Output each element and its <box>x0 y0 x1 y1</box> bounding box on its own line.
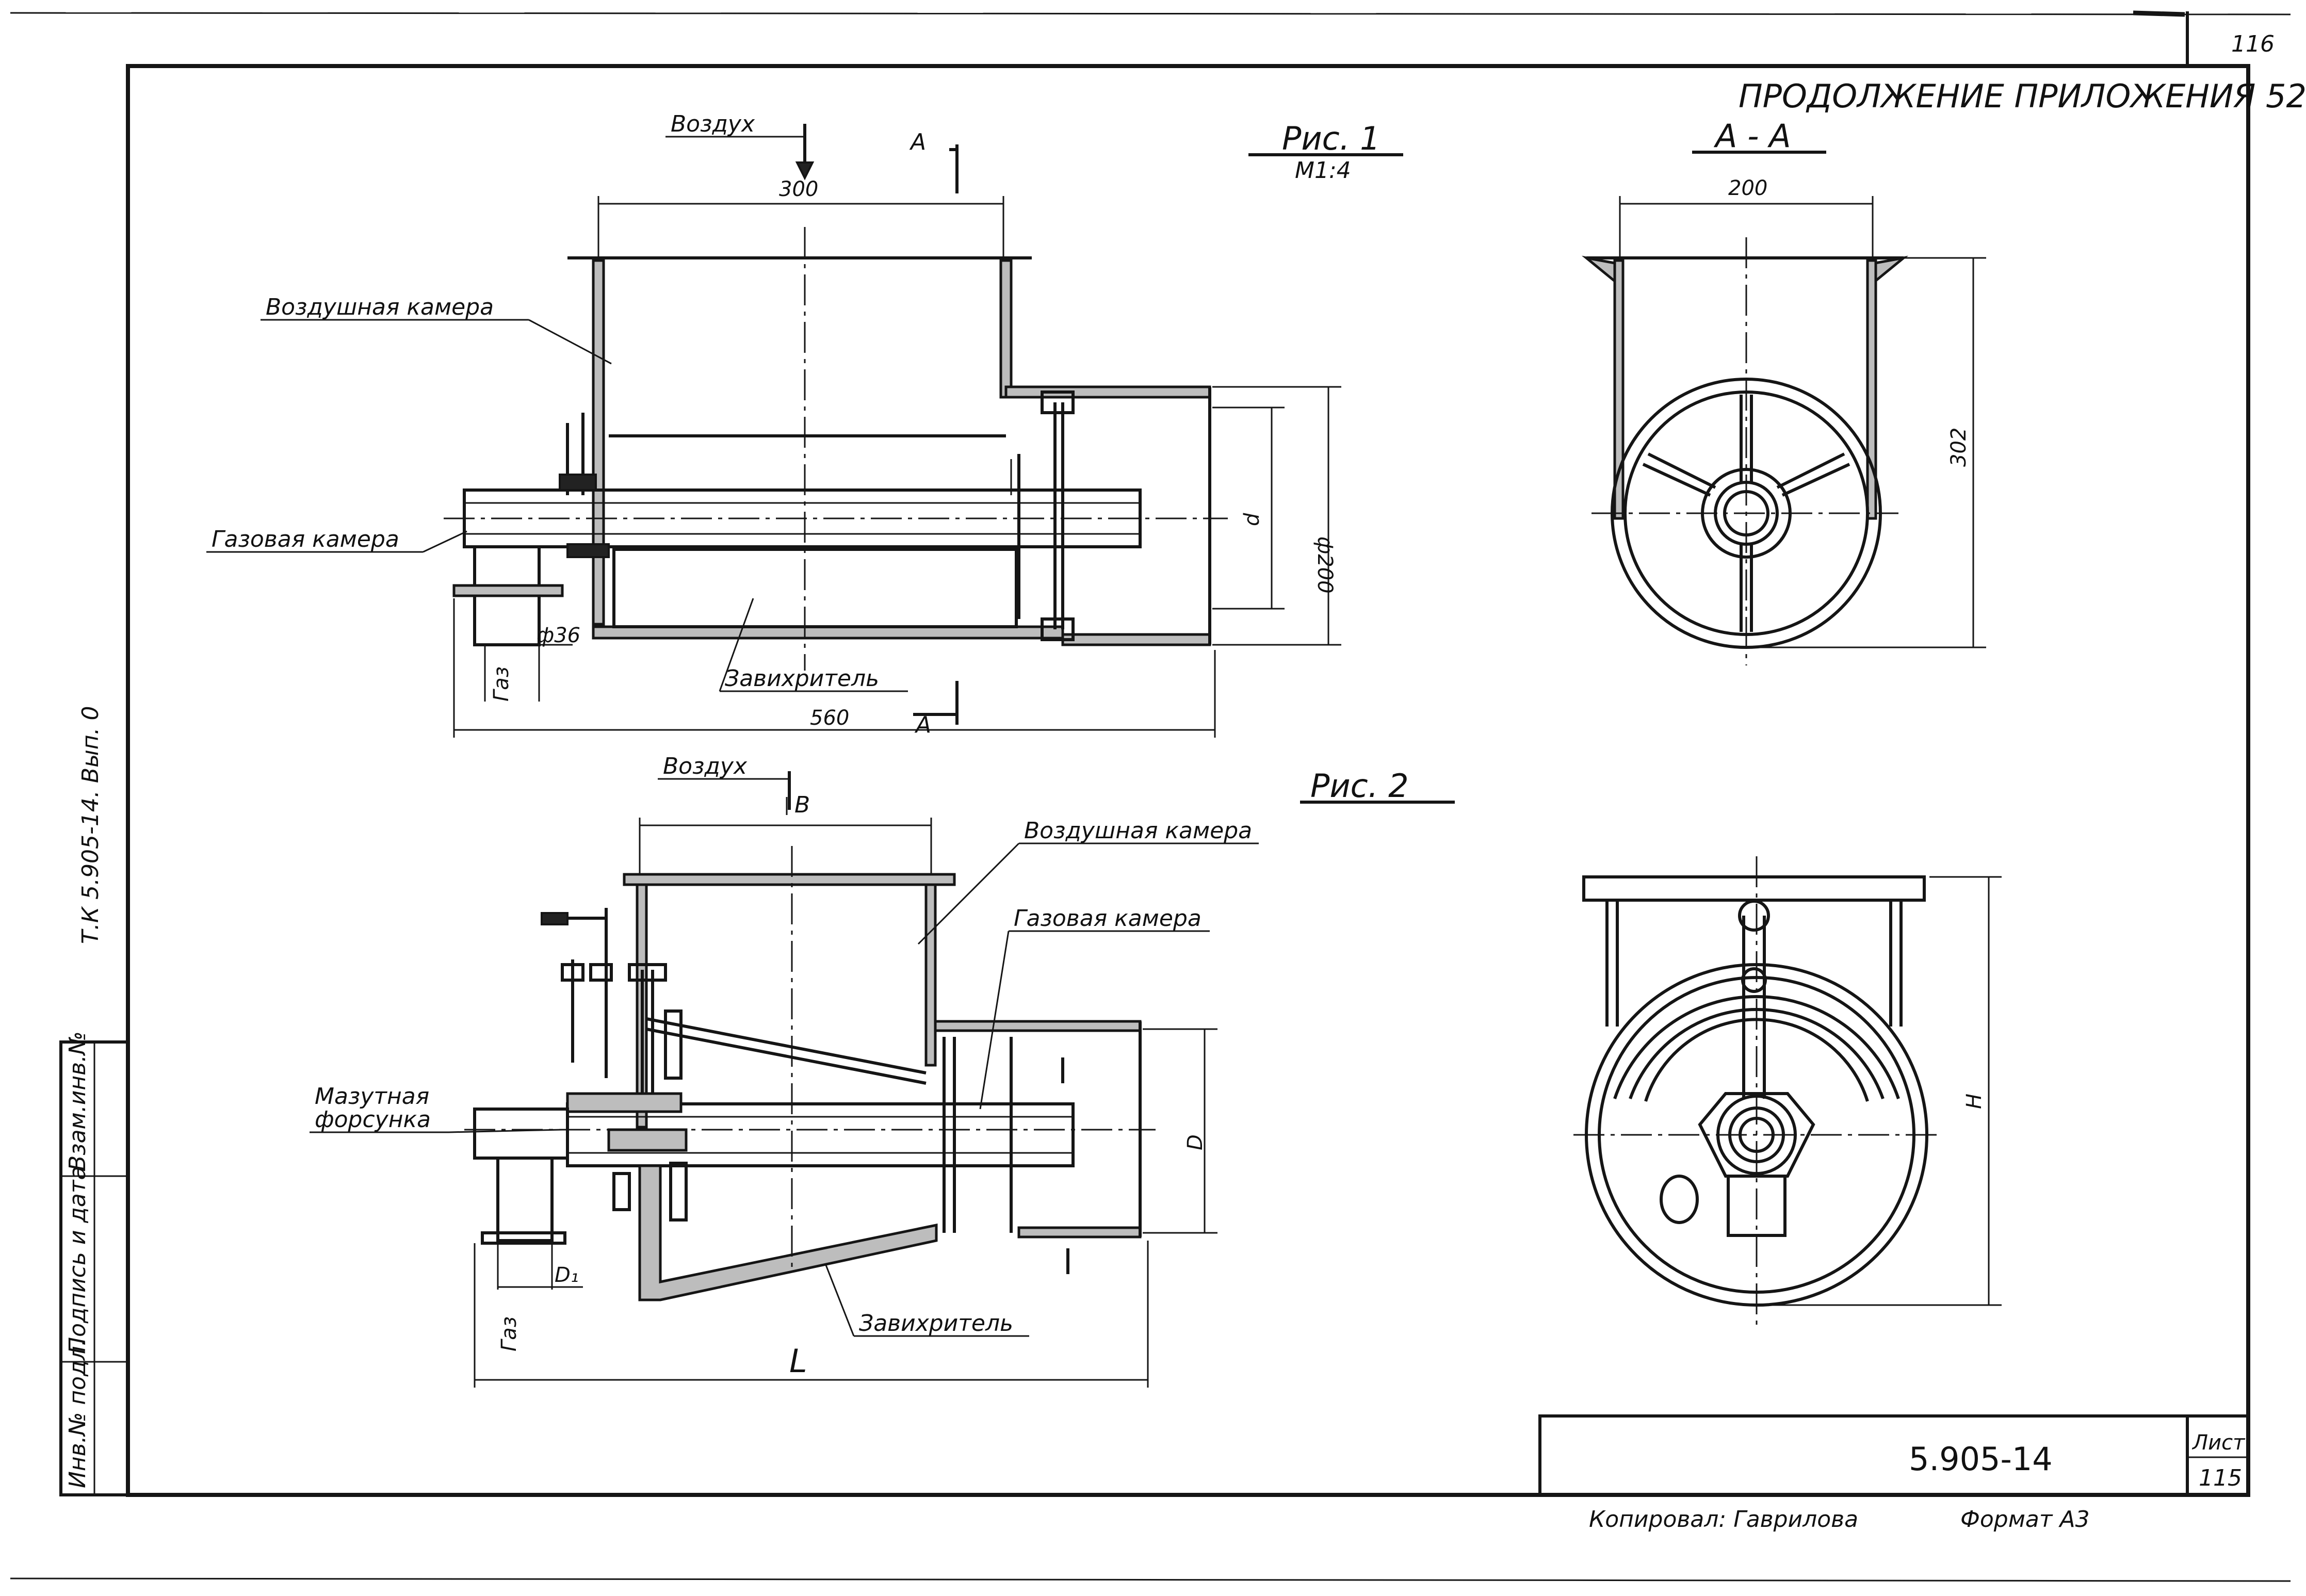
fig1-dim-gaz: Газ <box>490 666 513 702</box>
footer-copied-by: Копировал: Гаврилова <box>1589 1506 1858 1533</box>
fig2-swirler-label: Завихритель <box>859 1310 1013 1337</box>
fig1-dim-phi200: ф200 <box>1313 536 1337 594</box>
title-block-sheet-label: Лист <box>2191 1431 2246 1455</box>
continuation-title: ПРОДОЛЖЕНИЕ ПРИЛОЖЕНИЯ 52 <box>1739 77 2306 115</box>
fig2-labels: Рис. 2 Воздух В Воздушная камера Газовая… <box>310 753 1455 1380</box>
side-doc-reference: Т.К 5.905-14. Вып. 0 <box>77 706 104 944</box>
title-block-sheet-number: 115 <box>2199 1465 2242 1491</box>
fig2-oil-burner-label-2: форсунка <box>315 1106 431 1133</box>
fig1-labels: Рис. 1 М1:4 Воздух А А Воздушная камера … <box>206 111 1403 738</box>
fig1-dim-300: 300 <box>779 177 818 201</box>
fig1-air-chamber-label: Воздушная камера <box>266 294 494 320</box>
fig2-dim-d-upper: D <box>1183 1134 1207 1150</box>
left-margin-stamp <box>59 1040 129 1496</box>
section-aa-title: А - А <box>1713 117 1791 155</box>
fig1-section-mark-top: А <box>909 129 926 155</box>
fig2-oil-burner-label-1: Мазутная <box>315 1083 429 1110</box>
fig2-mark-b: В <box>794 792 810 818</box>
fig2-dimensions <box>474 797 1217 1388</box>
fig1-dimensions: 300 560 d ф200 ф36 Газ <box>453 144 1341 738</box>
fig1-dim-d: d <box>1240 513 1264 526</box>
fig2-end-view <box>1573 856 2002 1326</box>
section-aa-view <box>1581 196 1986 665</box>
section-aa-dim-200: 200 <box>1728 176 1767 200</box>
fig1-title: Рис. 1 <box>1282 120 1381 157</box>
stamp-cell-inv-no: Инв.№ подл. <box>64 1339 91 1488</box>
page-corner-number: 116 <box>2231 31 2275 57</box>
section-aa-dim-302: 302 <box>1947 428 1971 467</box>
stamp-cell-replace-inv: Взам.инв.№ <box>64 1031 91 1171</box>
fig1-gas-chamber-label: Газовая камера <box>212 526 399 552</box>
title-block-doc-number: 5.905-14 <box>1909 1440 2053 1478</box>
fig2-gas-chamber-label: Газовая камера <box>1014 905 1201 932</box>
fig2-dim-l: L <box>789 1342 807 1380</box>
fig1-air-label: Воздух <box>671 111 755 137</box>
fig2-title: Рис. 2 <box>1310 767 1409 805</box>
fig2-end-view-dim-h: Н <box>1962 1094 1986 1109</box>
fig1-section-mark-bottom: А <box>914 712 931 738</box>
fig2-dim-d1: D₁ <box>555 1263 579 1287</box>
fig1-swirler-label: Завихритель <box>725 665 879 692</box>
fig2-dim-gaz: Газ <box>497 1316 521 1351</box>
fig1-side-section <box>444 227 1228 671</box>
fig1-dim-phi36: ф36 <box>537 624 580 647</box>
fig2-side-section <box>464 846 1156 1301</box>
fig1-scale: М1:4 <box>1295 157 1351 184</box>
fig2-air-label: Воздух <box>663 753 748 779</box>
stamp-cell-signature-date: Подпись и дата <box>64 1166 91 1354</box>
fig1-dim-560: 560 <box>810 706 849 730</box>
footer-format: Формат А3 <box>1960 1506 2090 1533</box>
sheet-frame <box>10 10 2291 1582</box>
title-block <box>1538 1414 2250 1496</box>
fig2-air-chamber-label: Воздушная камера <box>1024 818 1252 844</box>
